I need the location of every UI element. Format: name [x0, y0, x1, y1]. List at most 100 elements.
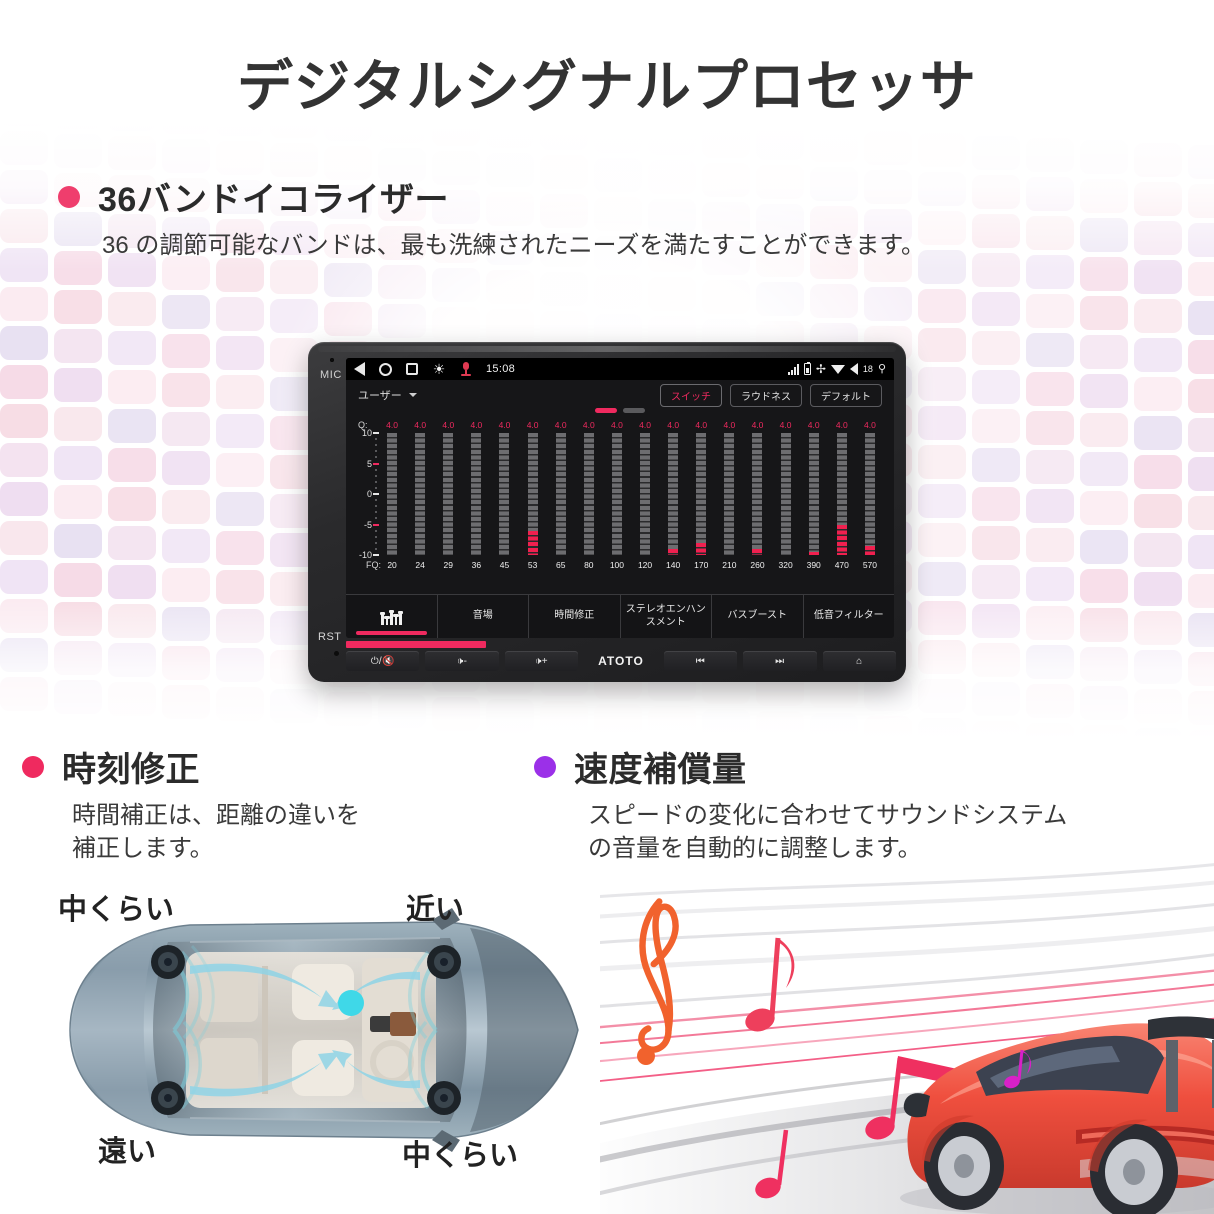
page-dot[interactable]: [623, 408, 645, 413]
equalizer-bar[interactable]: [640, 433, 651, 555]
q-value: 4.0: [470, 420, 483, 430]
equalizer-band[interactable]: [462, 433, 490, 555]
toolbar-button-0[interactable]: スイッチ: [660, 383, 722, 407]
equalizer-band[interactable]: [603, 433, 631, 555]
gain-axis-minor-tick: [375, 499, 377, 502]
equalizer-bar[interactable]: [583, 433, 594, 555]
car-topdown-illustration: [69, 908, 579, 1152]
dsp-tab-bar: 音場時間修正ステレオエンハンスメントバスブースト低音フィルター: [346, 594, 894, 638]
equalizer-bar-fill: [864, 545, 875, 555]
q-value: 4.0: [639, 420, 651, 430]
touch-screen[interactable]: ☀ 15:08 ✢ 18 ⚲ ユーザー: [346, 358, 894, 638]
equalizer-bar[interactable]: [499, 433, 510, 555]
android-status-bar: ☀ 15:08 ✢ 18 ⚲: [346, 358, 894, 380]
microphone-hole-icon: [330, 358, 334, 362]
sports-car-illustration: [900, 1016, 1214, 1214]
dsp-tab-label: ステレオエンハンスメント: [625, 604, 706, 628]
gain-axis-minor-tick: [375, 547, 377, 550]
equalizer-band[interactable]: [743, 433, 771, 555]
equalizer-bar[interactable]: [443, 433, 454, 555]
gain-axis-minor-tick: [375, 541, 377, 544]
equalizer-band[interactable]: [547, 433, 575, 555]
dsp-tab-1[interactable]: 音場: [438, 595, 529, 638]
equalizer-band[interactable]: [659, 433, 687, 555]
equalizer-bar[interactable]: [415, 433, 426, 555]
preset-dropdown[interactable]: ユーザー: [358, 387, 417, 403]
equalizer-bar[interactable]: [864, 433, 875, 555]
equalizer-bar[interactable]: [611, 433, 622, 555]
toolbar-button-1[interactable]: ラウドネス: [730, 383, 802, 407]
equalizer-band[interactable]: [434, 433, 462, 555]
reset-label: RST: [318, 631, 342, 643]
equalizer-band[interactable]: [828, 433, 856, 555]
dsp-tab-5[interactable]: 低音フィルター: [804, 595, 895, 638]
frequency-label: 20: [387, 560, 397, 570]
preset-label: ユーザー: [358, 390, 402, 402]
equalizer-band[interactable]: [715, 433, 743, 555]
frequency-label: 120: [637, 560, 653, 570]
gps-icon: ⚲: [877, 362, 886, 375]
frequency-label: 260: [750, 560, 765, 570]
reset-hole-icon[interactable]: [334, 651, 339, 656]
volume-down-key[interactable]: 🕩-: [425, 651, 499, 671]
equalizer-band[interactable]: [800, 433, 828, 555]
page-dot[interactable]: [595, 408, 617, 413]
volume-icon: [849, 363, 858, 375]
q-value: 4.0: [582, 420, 595, 430]
equalizer-band[interactable]: [772, 433, 800, 555]
equalizer-bar[interactable]: [724, 433, 735, 555]
equalizer-band[interactable]: [856, 433, 884, 555]
equalizer-band[interactable]: [378, 433, 406, 555]
equalizer-band[interactable]: [406, 433, 434, 555]
recent-apps-icon[interactable]: [406, 363, 418, 375]
equalizer-bar[interactable]: [696, 433, 707, 555]
dsp-tab-0[interactable]: [346, 595, 438, 638]
q-value: 4.0: [779, 420, 792, 430]
equalizer-bar[interactable]: [808, 433, 819, 555]
equalizer-bar[interactable]: [752, 433, 763, 555]
treble-clef-icon: [638, 898, 679, 1053]
quarter-note-icon: [755, 1129, 789, 1199]
dsp-tab-2[interactable]: 時間修正: [529, 595, 621, 638]
home-icon[interactable]: [379, 362, 392, 376]
hardware-key-row: ⏻/🔇🕩-🕩+ ATOTO ⏮⏭⌂: [346, 648, 896, 674]
equalizer-band[interactable]: [631, 433, 659, 555]
equalizer-bar[interactable]: [387, 433, 398, 555]
equalizer-band[interactable]: [575, 433, 603, 555]
feature-heading: 速度補償量: [534, 742, 1104, 791]
feature-title: 時刻修正: [62, 751, 200, 789]
home-key[interactable]: ⌂: [822, 651, 896, 671]
equalizer-bar[interactable]: [668, 433, 679, 555]
previous-track-key[interactable]: ⏮: [663, 651, 738, 671]
brightness-icon[interactable]: ☀: [432, 361, 446, 377]
equalizer-bar-fill: [696, 542, 707, 555]
mic-icon[interactable]: [460, 362, 472, 376]
equalizer-band[interactable]: [687, 433, 715, 555]
toolbar-buttons: スイッチラウドネスデフォルト: [660, 383, 882, 407]
toolbar-button-2[interactable]: デフォルト: [810, 383, 882, 407]
equalizer-bar[interactable]: [780, 433, 791, 555]
feature-block-speed-compensation: 速度補償量 スピードの変化に合わせてサウンドシステム の音量を自動的に調整します…: [534, 742, 1104, 865]
equalizer-bar[interactable]: [527, 433, 538, 555]
equalizer-bar[interactable]: [836, 433, 847, 555]
dsp-tab-4[interactable]: バスブースト: [712, 595, 804, 638]
feature-block-time-correction: 時刻修正 時間補正は、距離の違いを 補正します。: [22, 742, 522, 865]
power-mute-key[interactable]: ⏻/🔇: [346, 651, 420, 671]
equalizer-bar-fill: [808, 551, 819, 555]
equalizer-bar[interactable]: [555, 433, 566, 555]
next-track-key[interactable]: ⏭: [743, 651, 817, 671]
feature-title: 速度補償量: [574, 751, 747, 789]
equalizer-bar-fill: [668, 548, 679, 555]
brand-logo: ATOTO: [598, 654, 644, 668]
equalizer-band[interactable]: [519, 433, 547, 555]
gain-axis-label: 10: [361, 428, 372, 438]
volume-up-key[interactable]: 🕩+: [504, 651, 579, 671]
speed-illustration-scene: [600, 858, 1214, 1214]
page-title: デジタルシグナルプロセッサ: [237, 55, 977, 118]
dsp-tab-3[interactable]: ステレオエンハンスメント: [621, 595, 712, 638]
equalizer-bar[interactable]: [471, 433, 482, 555]
equalizer-band[interactable]: [490, 433, 518, 555]
back-icon[interactable]: [354, 362, 365, 376]
gain-axis-tick: [373, 554, 379, 556]
